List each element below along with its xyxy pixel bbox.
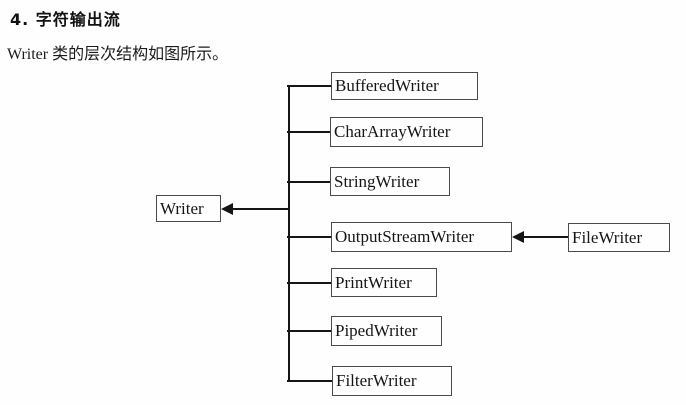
class-box-writer: Writer — [156, 195, 221, 222]
class-box-stringwriter: StringWriter — [330, 167, 450, 196]
class-box-filterwriter: FilterWriter — [332, 366, 452, 396]
arrowhead-left-icon — [221, 203, 233, 215]
class-box-bufferedwriter: BufferedWriter — [331, 72, 478, 100]
section-heading: 4. 字符输出流 — [10, 10, 121, 29]
arrowhead-left-icon — [512, 231, 524, 243]
class-box-outputstreamwriter: OutputStreamWriter — [331, 222, 512, 252]
inheritance-arrow-line-writer — [232, 208, 288, 210]
connector-pipedwriter — [287, 330, 332, 332]
connector-bufferedwriter — [287, 85, 332, 87]
class-box-chararraywriter: CharArrayWriter — [330, 117, 483, 147]
class-box-pipedwriter: PipedWriter — [331, 316, 442, 346]
connector-filterwriter — [287, 380, 332, 382]
connector-stringwriter — [287, 181, 332, 183]
class-box-printwriter: PrintWriter — [331, 268, 437, 297]
connector-chararraywriter — [287, 131, 332, 133]
inheritance-arrow-line-filewriter — [523, 236, 568, 238]
class-box-filewriter: FileWriter — [568, 223, 670, 252]
trunk-line — [288, 85, 290, 382]
intro-text: Writer 类的层次结构如图所示。 — [7, 46, 229, 63]
connector-printwriter — [287, 282, 332, 284]
connector-outputstreamwriter — [287, 236, 332, 238]
